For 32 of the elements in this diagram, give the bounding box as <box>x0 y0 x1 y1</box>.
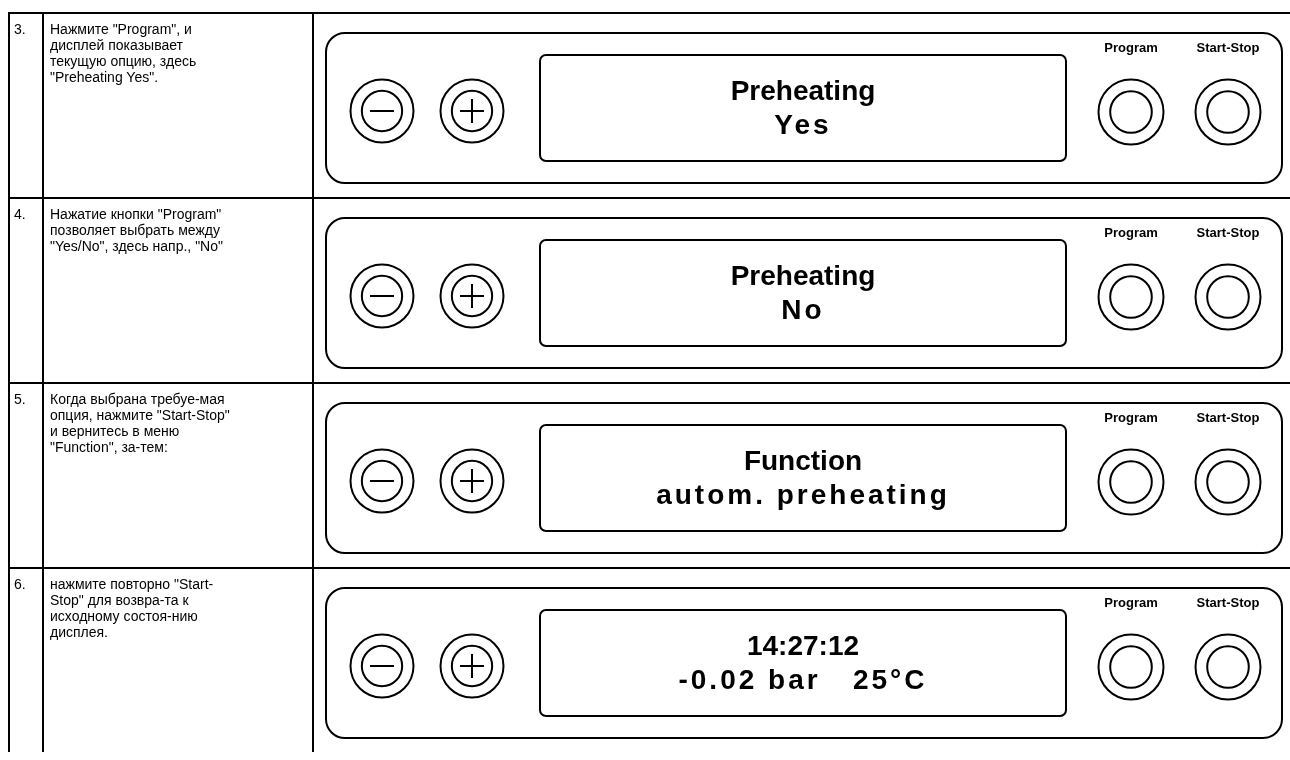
lcd-display <box>539 609 1067 717</box>
step-number: 5. <box>14 391 27 407</box>
display-text: autom. preheating <box>656 478 950 512</box>
button-label: Start-Stop <box>1195 40 1261 55</box>
button-label: Start-Stop <box>1195 410 1261 425</box>
control-panel <box>325 587 1283 739</box>
control-panel <box>325 217 1283 369</box>
button-label: Start-Stop <box>1195 595 1261 610</box>
button-label: Program <box>1103 410 1159 425</box>
instruction-text: Нажатие кнопки "Program" позволяет выбрать между "Yes/No", здесь напр., "No" <box>50 206 224 254</box>
display-text: No <box>781 293 825 327</box>
control-panel <box>325 32 1283 184</box>
display-text: -0.02 bar 25°C <box>678 663 928 697</box>
instruction-text: нажмите повторно "Start-Stop" для возвра-та к исходному состоя-нию дисплея. <box>50 576 215 640</box>
control-panel <box>325 402 1283 554</box>
lcd-display <box>539 54 1067 162</box>
button-label: Program <box>1103 225 1159 240</box>
display-text: Function <box>743 444 863 478</box>
display-text: Preheating <box>730 74 876 108</box>
step-number: 4. <box>14 206 27 222</box>
lcd-display <box>539 424 1067 532</box>
display-text: 14:27:12 <box>746 629 860 663</box>
display-text: Yes <box>774 108 832 142</box>
button-label: Program <box>1103 595 1159 610</box>
instruction-text: Нажмите "Program", и дисплей показывает текущую опцию, здесь "Preheating Yes". <box>50 21 198 85</box>
step-number: 3. <box>14 21 27 37</box>
instruction-text: Когда выбрана требуе-мая опция, нажмите "Start-Stop" и вернитесь в меню "Function", за-тем: <box>50 391 230 455</box>
lcd-display <box>539 239 1067 347</box>
button-label: Start-Stop <box>1195 225 1261 240</box>
display-text: Preheating <box>730 259 876 293</box>
step-number: 6. <box>14 576 27 592</box>
button-label: Program <box>1103 40 1159 55</box>
